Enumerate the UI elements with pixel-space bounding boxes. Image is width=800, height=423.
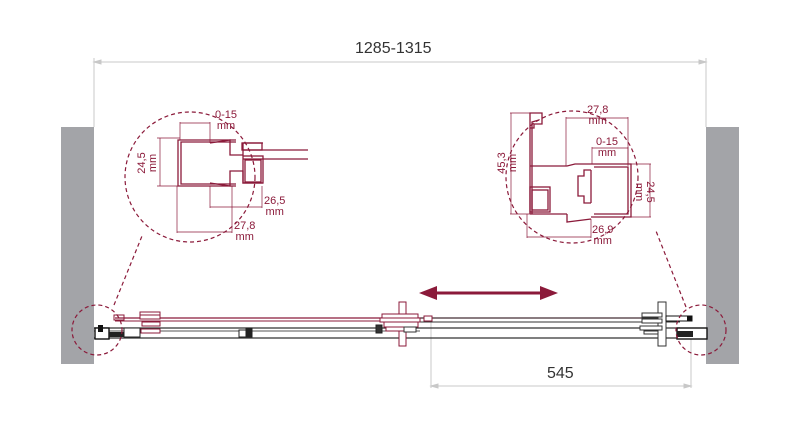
left-wall — [61, 127, 94, 364]
right-height-unit: mm — [507, 153, 519, 173]
left-gap-value: 0-15 — [215, 109, 238, 121]
right-gap-unit: mm — [597, 147, 617, 159]
double-arrow-icon — [419, 286, 558, 300]
right-leader-line — [655, 230, 687, 308]
right-detail-dimensions — [510, 112, 651, 238]
right-profile-height-value: 24,5 — [644, 181, 656, 203]
left-depth-a-unit: mm — [265, 206, 284, 218]
right-depth-label: 26,9 mm — [592, 225, 613, 247]
left-detail-profile — [177, 139, 308, 187]
left-depth-b-value: 27,8 — [234, 220, 256, 232]
left-gap-unit: mm — [216, 120, 236, 132]
right-gap-label: 0-15 mm — [596, 137, 618, 159]
left-depth-b-unit: mm — [235, 231, 254, 243]
right-depth-unit: mm — [593, 235, 612, 247]
left-depth-b-label: 27,8 mm — [234, 221, 255, 243]
left-detail-marker — [71, 304, 123, 356]
right-wall — [706, 127, 739, 364]
right-wall-profile — [665, 315, 708, 340]
overall-width-label: 1285-1315 — [355, 40, 432, 57]
opening-dimension-line — [429, 322, 693, 389]
left-depth-a-value: 26,5 — [264, 195, 286, 207]
right-width-top-value: 27,8 — [587, 104, 609, 116]
right-height-label: 45,3 mm — [496, 143, 519, 183]
right-gap-value: 0-15 — [596, 136, 619, 148]
opening-width-label: 545 — [547, 365, 574, 382]
right-profile-height-unit: mm — [633, 182, 645, 202]
right-roller-assembly — [639, 301, 667, 347]
right-detail-marker — [675, 304, 727, 356]
left-leader-line — [113, 235, 143, 306]
left-roller — [139, 311, 161, 334]
right-detail-profile — [529, 112, 632, 223]
right-width-top-unit: mm — [588, 115, 607, 127]
right-depth-value: 26,9 — [592, 224, 614, 236]
left-detail-dimensions — [157, 122, 263, 233]
left-depth-a-label: 26,5 mm — [264, 196, 285, 218]
overall-dimension-line — [92, 58, 708, 127]
right-profile-height-label: 24,5 mm — [633, 172, 656, 212]
center-roller-assembly — [375, 301, 433, 347]
right-detail-circle-outline — [505, 110, 639, 244]
right-width-top-label: 27,8 mm — [587, 105, 608, 127]
door-handle-left — [238, 327, 253, 338]
left-detail-circle — [124, 111, 256, 243]
left-height-label: 24,5 mm — [136, 143, 159, 183]
left-gap-label: 0-15 mm — [215, 110, 237, 132]
left-wall-profile — [94, 314, 141, 340]
left-height-unit: mm — [147, 153, 159, 173]
